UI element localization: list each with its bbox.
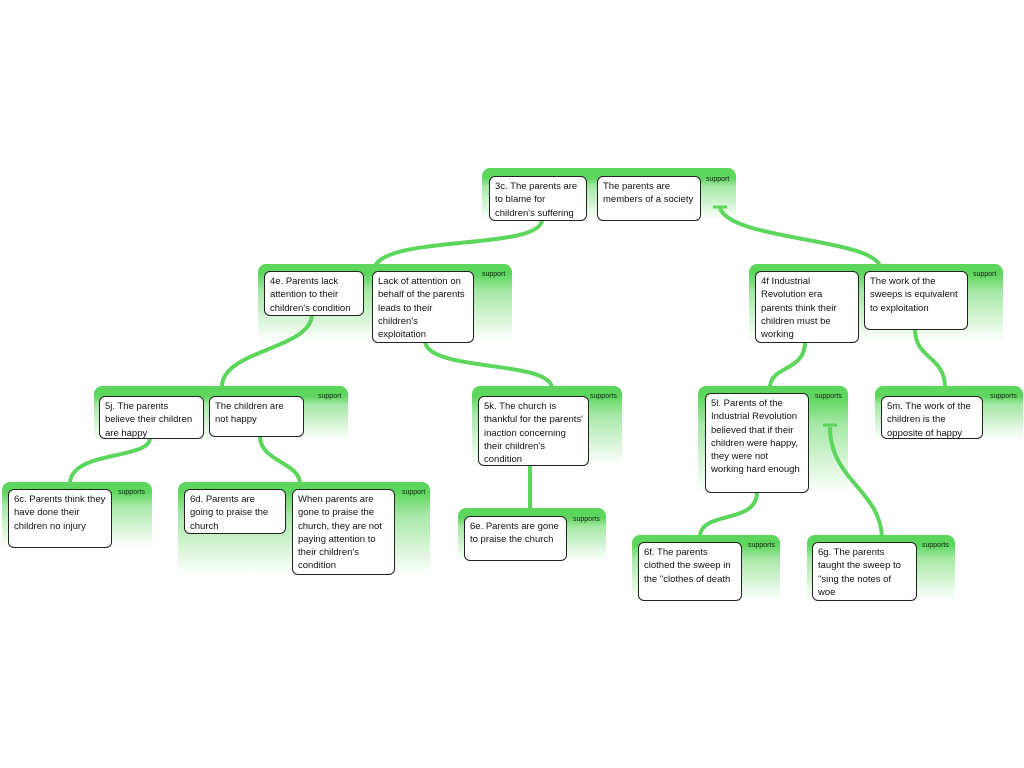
link-4f-3c-support	[718, 207, 882, 268]
link-6f-5l	[698, 491, 759, 538]
claim-box[interactable]: 6d. Parents are going to praise the chur…	[184, 489, 286, 534]
relation-label: support	[318, 393, 342, 400]
relation-label: support	[402, 489, 426, 496]
link-5l-4f	[768, 341, 807, 389]
claim-box[interactable]: 5k. The church is thankful for the paren…	[478, 396, 589, 466]
claim-box[interactable]: 5j. The parents believe their children a…	[99, 396, 204, 439]
relation-label: supports	[573, 516, 600, 523]
relation-label: supports	[118, 489, 145, 496]
claim-box[interactable]: 6f. The parents clothed the sweep in the…	[638, 542, 742, 601]
claim-box[interactable]: 5l. Parents of the Industrial Revolution…	[705, 393, 809, 493]
relation-label: supports	[748, 542, 775, 549]
link-5k-lack	[423, 341, 554, 389]
claim-box[interactable]: 6e. Parents are gone to praise the churc…	[464, 516, 567, 561]
relation-label: supports	[815, 393, 842, 400]
claim-box[interactable]: The children are not happy	[209, 396, 304, 437]
relation-label: support	[706, 176, 730, 183]
claim-box[interactable]: 3c. The parents are to blame for childre…	[489, 176, 587, 221]
claim-box[interactable]: 4e. Parents lack attention to their chil…	[264, 271, 364, 316]
claim-box[interactable]: When parents are gone to praise the chur…	[292, 489, 395, 575]
link-4e-3c	[373, 219, 544, 268]
claim-box[interactable]: The work of the sweeps is equivalent to …	[864, 271, 968, 330]
claim-box[interactable]: 6g. The parents taught the sweep to "sin…	[812, 542, 917, 601]
claim-box[interactable]: 4f Industrial Revolution era parents thi…	[755, 271, 859, 343]
relation-label: support	[973, 271, 997, 278]
claim-box[interactable]: 5m. The work of the children is the oppo…	[881, 396, 983, 439]
relation-label: support	[482, 271, 506, 278]
relation-label: supports	[590, 393, 617, 400]
claim-box[interactable]: The parents are members of a society	[597, 176, 701, 221]
relation-label: supports	[922, 542, 949, 549]
claim-box[interactable]: Lack of attention on behalf of the paren…	[372, 271, 474, 343]
relation-label: supports	[990, 393, 1017, 400]
claim-box[interactable]: 6c. Parents think they have done their c…	[8, 489, 112, 548]
link-6d-notHappy	[258, 435, 302, 485]
link-6c-5j	[68, 437, 152, 485]
